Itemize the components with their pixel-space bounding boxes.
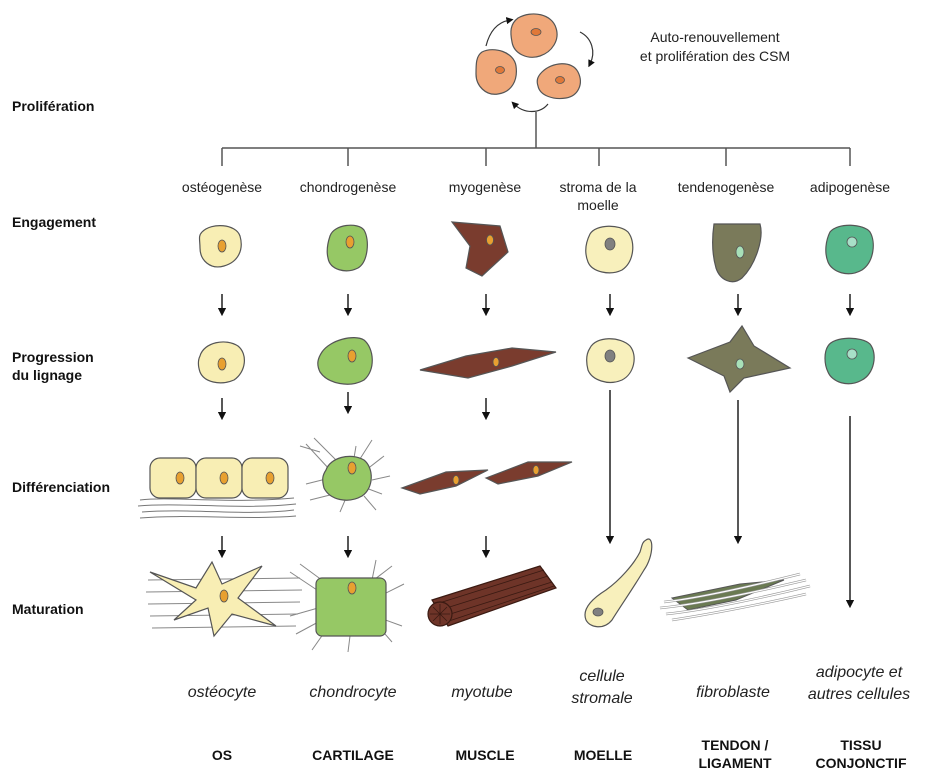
osteoblast-cell-2 bbox=[196, 458, 242, 498]
osteo-progression-nucleus bbox=[218, 358, 226, 370]
adipo-engaged-nucleus bbox=[847, 237, 857, 247]
chondroblast-cell bbox=[300, 438, 390, 512]
lineage-tree bbox=[222, 112, 850, 166]
cell-name-adipocyte-line2: autres cellules bbox=[796, 684, 922, 706]
muscle-engaged-cell bbox=[452, 222, 508, 276]
osteoblast-cell-3 bbox=[242, 458, 288, 498]
cell-name-chondrocyte: chondrocyte bbox=[290, 682, 416, 704]
muscle-column bbox=[402, 222, 572, 626]
tissue-cartilage: CARTILAGE bbox=[294, 746, 412, 764]
chondro-column bbox=[290, 225, 404, 652]
tissue-tendon-ligament: TENDON / LIGAMENT bbox=[676, 736, 794, 772]
adipo-progression-cell bbox=[825, 338, 874, 383]
cell-name-adipocyte-line1: adipocyte et bbox=[796, 662, 922, 684]
stroma-engaged-nucleus bbox=[605, 238, 615, 250]
osteo-engaged-nucleus bbox=[218, 240, 226, 252]
stroma-column bbox=[585, 226, 652, 627]
renewal-arrow-1 bbox=[486, 20, 510, 46]
muscle-progression-nucleus bbox=[493, 358, 499, 367]
stroma-progression-nucleus bbox=[605, 350, 615, 362]
myotube-bundle bbox=[428, 566, 556, 626]
chondrocyte-cell bbox=[290, 560, 404, 652]
stromal-cell-nucleus bbox=[593, 608, 603, 616]
cell-name-stromal-line2: stromale bbox=[546, 688, 658, 710]
chondro-progression-nucleus bbox=[348, 350, 356, 362]
osteocyte-cell bbox=[146, 562, 302, 636]
msc-nucleus-right bbox=[556, 77, 565, 84]
tissue-connective-line1: TISSU bbox=[802, 736, 920, 754]
tissue-marrow: MOELLE bbox=[552, 746, 654, 764]
adipo-progression-nucleus bbox=[847, 349, 857, 359]
osteo-column bbox=[138, 226, 302, 636]
myoblast-cells bbox=[402, 462, 572, 494]
renewal-arrow-2 bbox=[580, 32, 593, 64]
tissue-connective: TISSU CONJONCTIF bbox=[802, 736, 920, 772]
msc-cluster bbox=[476, 14, 593, 112]
msc-nucleus-left bbox=[496, 67, 505, 74]
chondro-engaged-cell bbox=[327, 225, 367, 271]
cell-name-stromal-line1: cellule bbox=[546, 666, 658, 688]
chondro-engaged-nucleus bbox=[346, 236, 354, 248]
tissue-tendon-ligament-line1: TENDON / bbox=[676, 736, 794, 754]
muscle-engaged-nucleus bbox=[487, 235, 494, 245]
cell-name-adipocyte: adipocyte et autres cellules bbox=[796, 662, 922, 706]
tissue-muscle: MUSCLE bbox=[432, 746, 538, 764]
adipo-column bbox=[825, 225, 874, 604]
renewal-arrow-3 bbox=[514, 104, 548, 112]
osteoblast-layer bbox=[138, 458, 296, 518]
muscle-progression-cell bbox=[420, 348, 556, 378]
fibroblast-bundle bbox=[660, 574, 810, 620]
tissue-tendon-ligament-line2: LIGAMENT bbox=[676, 754, 794, 772]
adipo-engaged-cell bbox=[826, 225, 873, 273]
cell-name-myotube: myotube bbox=[426, 682, 538, 704]
tissue-bone: OS bbox=[172, 746, 272, 764]
chondro-progression-cell bbox=[318, 338, 372, 385]
msc-nucleus-top bbox=[531, 29, 541, 36]
tendon-progression-nucleus bbox=[736, 359, 744, 369]
tissue-connective-line2: CONJONCTIF bbox=[802, 754, 920, 772]
osteoblast-cell-1 bbox=[150, 458, 196, 498]
cell-name-stromal: cellule stromale bbox=[546, 666, 658, 710]
cell-name-fibroblast: fibroblaste bbox=[674, 682, 792, 704]
cell-name-osteocyte: ostéocyte bbox=[162, 682, 282, 704]
tendon-engaged-nucleus bbox=[736, 246, 744, 258]
tendon-column bbox=[660, 224, 810, 620]
